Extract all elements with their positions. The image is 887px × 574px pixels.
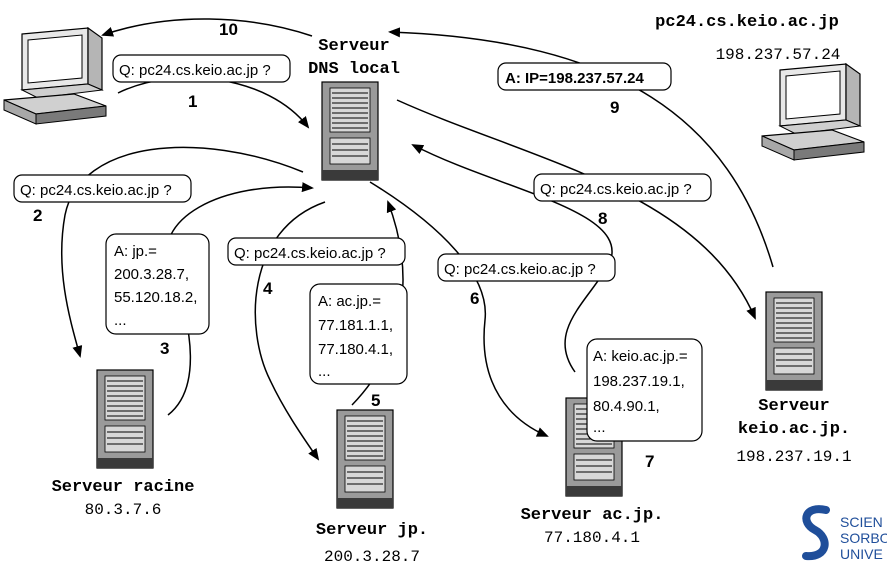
answer-bubble-5: A: ac.jp.= 77.181.1.1, 77.180.4.1, ...: [309, 283, 408, 385]
arrow-step-10: [101, 18, 313, 37]
arrow-step-4: [254, 201, 326, 461]
target-computer-icon: [761, 63, 865, 161]
root-server-icon: [96, 369, 154, 469]
answer-3-line-2: 200.3.28.7,: [114, 266, 189, 283]
keio-server-name-line1: Serveur: [758, 397, 829, 416]
acjp-server-name: Serveur ac.jp.: [521, 506, 664, 525]
arrow-step-7: [411, 144, 613, 373]
query-bubble-8: Q: pc24.cs.keio.ac.jp ?: [533, 173, 712, 202]
query-text-4: Q: pc24.cs.keio.ac.jp ?: [234, 245, 386, 262]
jp-server-name: Serveur jp.: [316, 521, 428, 540]
local-dns-label-line2: DNS local: [308, 60, 400, 79]
answer-bubble-7: A: keio.ac.jp.= 198.237.19.1, 80.4.90.1,…: [586, 338, 703, 442]
root-server-ip: 80.3.7.6: [85, 501, 162, 519]
step-number-8: 8: [598, 209, 607, 228]
local-dns-label-line1: Serveur: [318, 37, 389, 56]
query-text-1: Q: pc24.cs.keio.ac.jp ?: [119, 62, 271, 79]
university-logo: SCIEN SORBO UNIVE: [802, 505, 887, 562]
client-computer-icon: [3, 27, 107, 125]
arrow-step-9: [388, 27, 774, 268]
logo-text-line1: SCIEN: [840, 514, 883, 530]
step-number-9: 9: [610, 98, 619, 117]
answer-7-line-4: ...: [593, 419, 606, 436]
step-number-5: 5: [371, 391, 380, 410]
step-number-2: 2: [33, 206, 42, 225]
keio-server-name-line2: keio.ac.jp.: [738, 420, 850, 439]
step-number-10: 10: [219, 20, 238, 39]
step-number-6: 6: [470, 289, 479, 308]
answer-7-line-1: A: keio.ac.jp.=: [593, 348, 688, 365]
query-text-8: Q: pc24.cs.keio.ac.jp ?: [540, 181, 692, 198]
acjp-server-ip: 77.180.4.1: [544, 529, 640, 547]
arrow-step-8: [396, 99, 756, 320]
answer-3-line-1: A: jp.=: [114, 243, 157, 260]
answer-5-line-4: ...: [318, 363, 331, 380]
jp-server-ip: 200.3.28.7: [324, 548, 420, 566]
answer-bubble-9: A: IP=198.237.57.24: [497, 62, 672, 91]
root-server-name: Serveur racine: [52, 478, 195, 497]
answer-5-line-2: 77.181.1.1,: [318, 317, 393, 334]
query-bubble-4: Q: pc24.cs.keio.ac.jp ?: [227, 237, 406, 266]
answer-3-line-4: ...: [114, 312, 127, 329]
query-text-2: Q: pc24.cs.keio.ac.jp ?: [20, 182, 172, 199]
answer-5-line-3: 77.180.4.1,: [318, 341, 393, 358]
answer-9-text: A: IP=198.237.57.24: [505, 70, 645, 87]
query-bubble-6: Q: pc24.cs.keio.ac.jp ?: [437, 253, 616, 282]
logo-text-line2: SORBO: [840, 530, 887, 546]
step-number-3: 3: [160, 339, 169, 358]
step-number-1: 1: [188, 92, 197, 111]
step-number-4: 4: [263, 279, 273, 298]
answer-7-line-2: 198.237.19.1,: [593, 373, 685, 390]
keio-server-ip: 198.237.19.1: [736, 448, 851, 466]
keio-server-icon: [765, 291, 823, 391]
logo-text-line3: UNIVE: [840, 546, 883, 562]
arrow-step-1: [117, 77, 310, 129]
query-text-6: Q: pc24.cs.keio.ac.jp ?: [444, 261, 596, 278]
answer-3-line-3: 55.120.18.2,: [114, 289, 197, 306]
local-dns-server-icon: [321, 81, 379, 181]
jp-server-icon: [336, 409, 394, 509]
target-host-ip: 198.237.57.24: [716, 46, 841, 64]
arrow-step-6: [369, 181, 549, 437]
answer-bubble-3: A: jp.= 200.3.28.7, 55.120.18.2, ...: [105, 233, 210, 335]
target-host-name: pc24.cs.keio.ac.jp: [655, 13, 839, 32]
logo-s-mark-icon: [802, 505, 830, 561]
step-number-7: 7: [645, 452, 654, 471]
answer-5-line-1: A: ac.jp.=: [318, 293, 381, 310]
answer-7-line-3: 80.4.90.1,: [593, 398, 660, 415]
query-bubble-1: Q: pc24.cs.keio.ac.jp ?: [112, 54, 291, 83]
query-bubble-2: Q: pc24.cs.keio.ac.jp ?: [13, 174, 192, 203]
